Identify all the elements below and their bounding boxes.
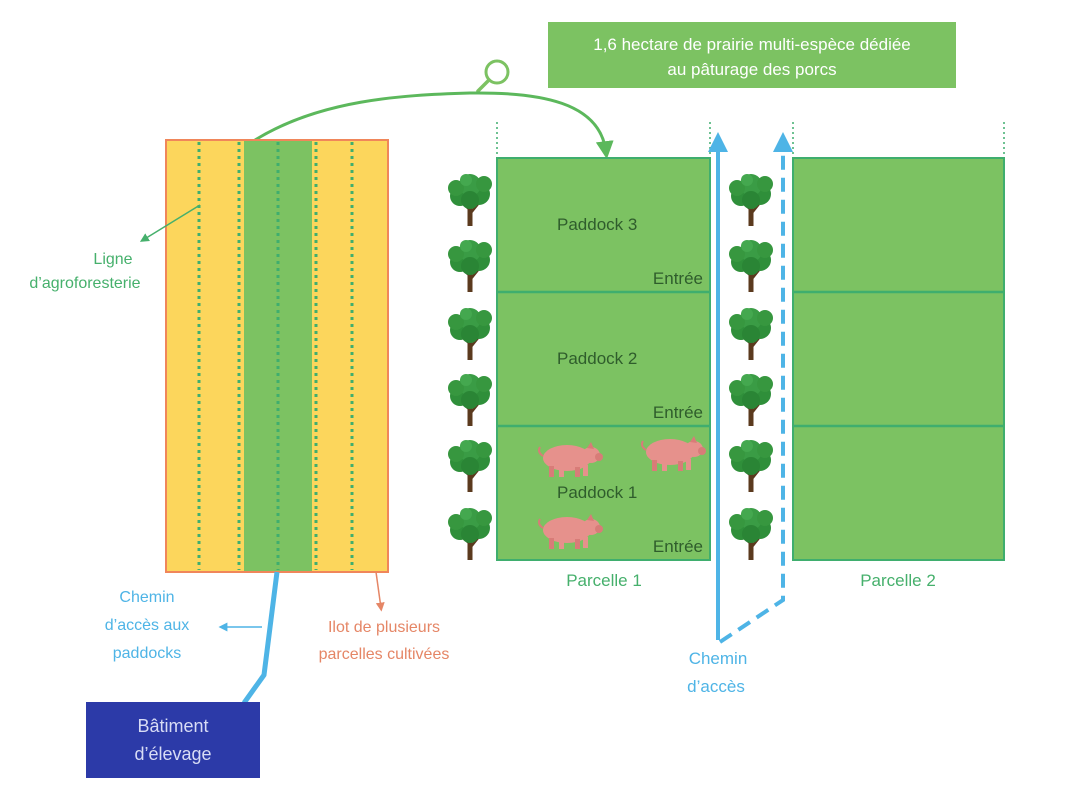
tree-icon	[727, 372, 775, 428]
tree-icon	[446, 238, 494, 294]
paddock-3-entry: Entrée	[653, 269, 703, 288]
agro-label-line-2: d’agroforesterie	[29, 275, 140, 292]
header-box	[548, 22, 956, 88]
access-path-left	[241, 571, 280, 705]
ilot-label-line-2: parcelles cultivées	[319, 646, 450, 663]
parcelle-1	[496, 122, 711, 561]
magnifier-icon	[476, 59, 510, 93]
paddock-1-label: Paddock 1	[557, 483, 637, 502]
parcelle-1-label: Parcelle 1	[566, 571, 642, 590]
access-path-return	[718, 132, 793, 644]
tree-icon	[446, 306, 494, 362]
paddock-2-entry: Entrée	[653, 403, 703, 422]
parcelle-2	[792, 122, 1005, 561]
building-label-line-1: Bâtiment	[137, 716, 208, 736]
tree-icon	[727, 306, 775, 362]
building-box	[86, 702, 260, 778]
tree-icon	[727, 238, 775, 294]
path-label-line-2: d’accès aux	[105, 617, 190, 634]
path-label-line-3: paddocks	[113, 645, 182, 662]
tree-icon	[727, 172, 775, 228]
agro-label-line-1: Ligne	[93, 251, 132, 268]
ilot-arrow	[375, 571, 385, 612]
header-line-2: au pâturage des porcs	[667, 60, 836, 79]
paddock-2-label: Paddock 2	[557, 349, 637, 368]
ilot-field	[165, 139, 389, 573]
access-label-line-2: d’accès	[687, 677, 745, 696]
path-label-line-1: Chemin	[119, 589, 174, 606]
access-label-line-1: Chemin	[689, 649, 748, 668]
paddock-1-entry: Entrée	[653, 537, 703, 556]
zoom-arrow	[254, 91, 614, 160]
tree-icon	[727, 438, 775, 494]
tree-icon	[727, 506, 775, 562]
building-label-line-2: d’élevage	[134, 744, 211, 764]
tree-icon	[446, 172, 494, 228]
tree-icon	[446, 506, 494, 562]
tree-icon	[446, 372, 494, 428]
paddock-3-label: Paddock 3	[557, 215, 637, 234]
header-line-1: 1,6 hectare de prairie multi-espèce dédi…	[593, 35, 911, 54]
ilot-label-line-1: Ilot de plusieurs	[328, 619, 440, 636]
tree-icon	[446, 438, 494, 494]
agro-arrow	[139, 204, 201, 242]
parcelle-2-label: Parcelle 2	[860, 571, 936, 590]
